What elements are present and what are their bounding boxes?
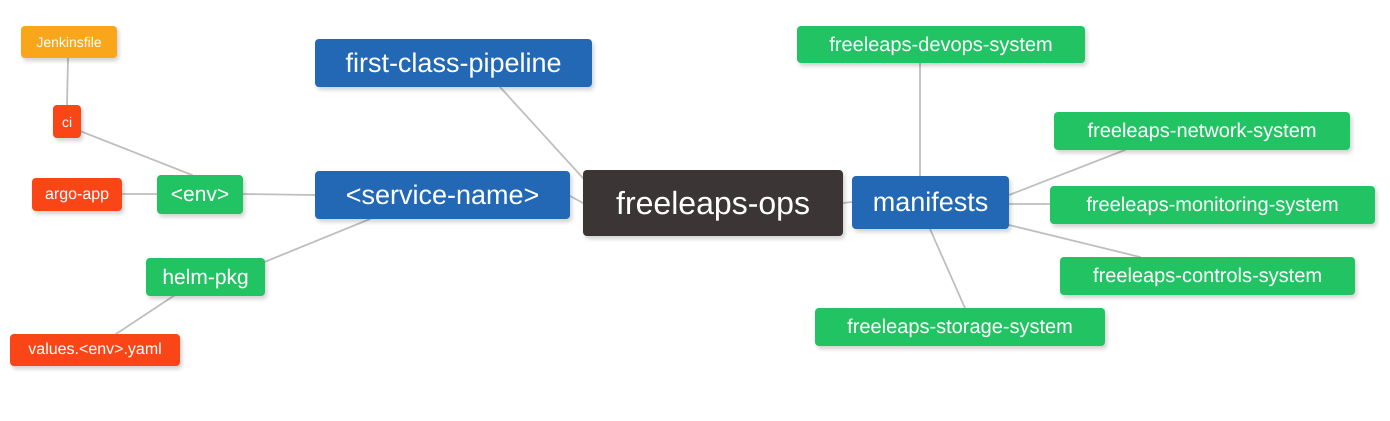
node-freeleaps-ops[interactable]: freeleaps-ops	[583, 170, 843, 236]
edge-helm-pkg-to-values-yaml	[115, 294, 176, 335]
edge-manifests-to-storage-system	[929, 228, 966, 309]
node-ci[interactable]: ci	[53, 105, 81, 138]
node-service-name[interactable]: <service-name>	[315, 171, 570, 219]
edge-service-name-to-helm-pkg	[261, 218, 371, 264]
node-storage-system[interactable]: freeleaps-storage-system	[815, 308, 1105, 346]
node-first-class-pipeline[interactable]: first-class-pipeline	[315, 39, 592, 87]
node-controls-system[interactable]: freeleaps-controls-system	[1060, 257, 1355, 295]
edge-ci-to-jenkinsfile	[66, 57, 69, 106]
node-helm-pkg[interactable]: helm-pkg	[146, 258, 265, 296]
edge-freeleaps-ops-to-manifests	[842, 201, 853, 204]
edge-service-name-to-env	[242, 193, 316, 196]
node-network-system[interactable]: freeleaps-network-system	[1054, 112, 1350, 150]
edge-env-to-ci	[79, 130, 193, 176]
edge-freeleaps-ops-to-service-name	[569, 195, 584, 204]
node-argo-app[interactable]: argo-app	[32, 178, 122, 211]
node-values-yaml[interactable]: values.<env>.yaml	[10, 334, 180, 366]
node-jenkinsfile[interactable]: Jenkinsfile	[21, 26, 117, 58]
node-monitoring-system[interactable]: freeleaps-monitoring-system	[1050, 186, 1375, 224]
node-env[interactable]: <env>	[157, 175, 243, 214]
node-devops-system[interactable]: freeleaps-devops-system	[797, 26, 1085, 63]
edge-manifests-to-controls-system	[1008, 224, 1141, 258]
node-manifests[interactable]: manifests	[852, 176, 1009, 229]
